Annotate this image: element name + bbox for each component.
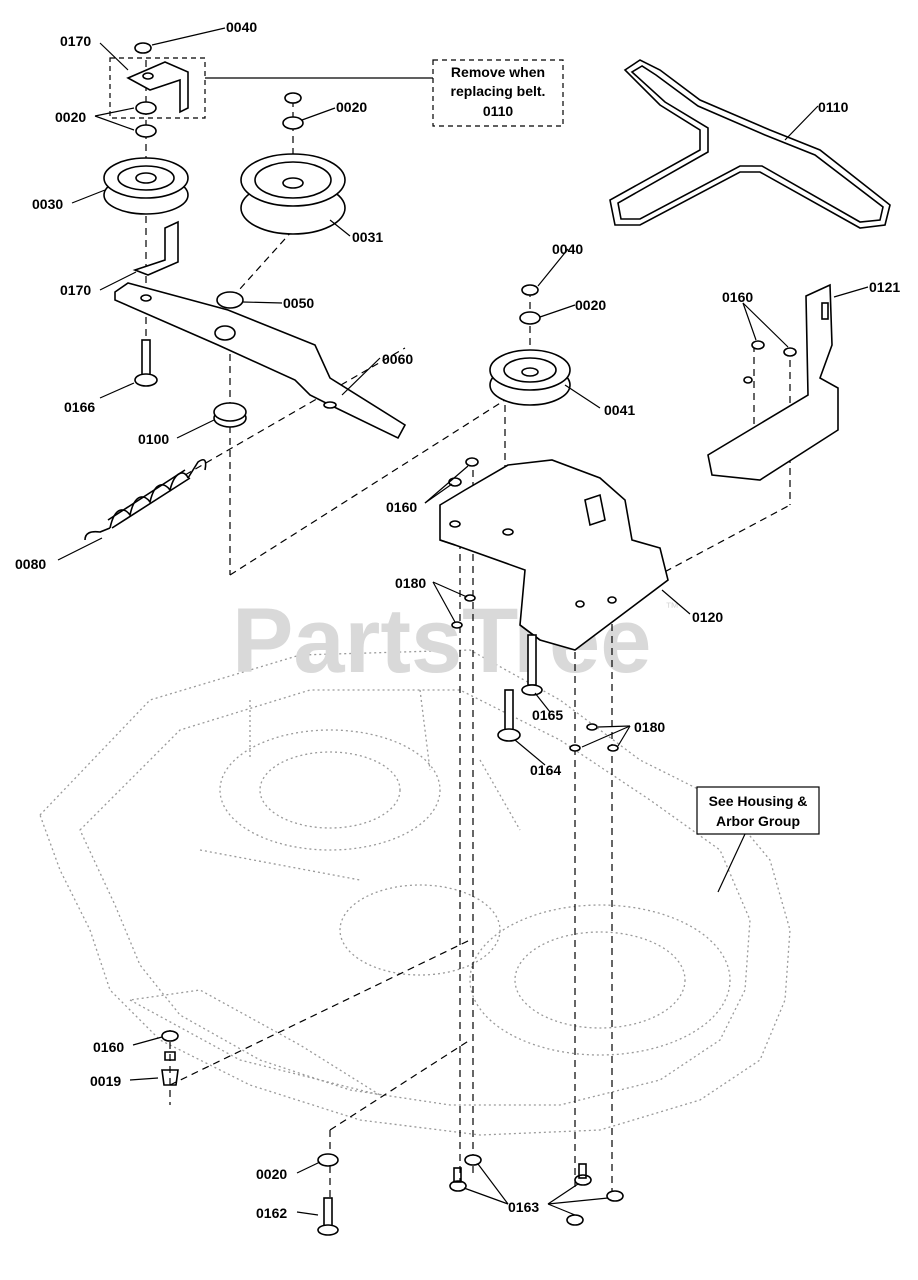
label-0160-lower: 0160 [93,1039,124,1055]
label-0100: 0100 [138,431,169,447]
label-0080: 0080 [15,556,46,572]
washer-0020-mid [282,116,304,130]
washer-0020-right [519,311,541,325]
note-remove-belt: Remove when replacing belt. 0110 [432,59,564,127]
bolt-0162 [317,1197,339,1236]
label-0060: 0060 [382,351,413,367]
upper-nut-0040 [134,42,152,54]
spacer-0050 [216,291,244,309]
nut-0040-mid [284,92,302,104]
label-0170-lower: 0170 [60,282,91,298]
label-0020-upper: 0020 [55,109,86,125]
alignment-lines [145,60,791,1200]
label-0165: 0165 [532,707,563,723]
label-0162: 0162 [256,1205,287,1221]
label-0020-mid: 0020 [336,99,367,115]
bolt-0164 [497,689,521,742]
label-0020-lower: 0020 [256,1166,287,1182]
spring-0080 [84,459,207,541]
label-0160-mid: 0160 [386,499,417,515]
bushing-0100 [213,402,247,428]
label-0180-lower: 0180 [634,719,665,735]
bracket-0170-lower [132,220,179,276]
nuts-0180-upper [451,594,476,629]
nut-0160-lower [161,1030,179,1042]
label-0180-upper: 0180 [395,575,426,591]
nut-0040-right [521,284,539,296]
label-0166: 0166 [64,399,95,415]
bracket-0121 [707,283,839,481]
label-0121: 0121 [869,279,900,295]
label-0020-right: 0020 [575,297,606,313]
bolt-0166 [134,339,158,387]
label-0040-upper: 0040 [226,19,257,35]
note-remove-belt-line2: replacing belt. [451,83,546,99]
mower-deck-outline [39,649,791,1136]
label-0120: 0120 [692,609,723,625]
label-0031: 0031 [352,229,383,245]
watermark-trademark: ™ [665,599,679,615]
washer-0020-upper [135,101,157,138]
label-0050: 0050 [283,295,314,311]
label-0170-upper: 0170 [60,33,91,49]
pulley-0031 [240,153,346,235]
note-see-housing: See Housing & Arbor Group [696,786,820,893]
label-0019: 0019 [90,1073,121,1089]
label-0164: 0164 [530,762,561,778]
part-labels: 0170 0040 0020 0020 0030 0031 0110 0170 … [15,19,900,1221]
stud-0019 [161,1051,179,1086]
label-0041: 0041 [604,402,635,418]
bolt-0165 [521,634,543,696]
label-0160-upper: 0160 [722,289,753,305]
bracket-0170-upper [126,61,189,114]
bolts-0163 [449,1154,624,1226]
mounting-plate-0120 [439,457,669,651]
washer-0020-lower [317,1153,339,1167]
note-remove-belt-line1: Remove when [451,64,545,80]
label-0030: 0030 [32,196,63,212]
note-see-housing-line1: See Housing & [709,793,808,809]
nuts-0180-lower [569,723,619,752]
label-0163: 0163 [508,1199,539,1215]
label-0110: 0110 [818,99,849,115]
label-0040-right: 0040 [552,241,583,257]
note-remove-belt-line3: 0110 [483,103,514,119]
note-see-housing-line2: Arbor Group [716,813,800,829]
drive-belt-0110 [609,59,891,229]
leader-lines [57,27,869,1216]
pulley-0041 [489,349,571,406]
remove-belt-dashed-box [109,57,206,119]
idler-arm-0060 [114,282,407,440]
pulley-0030 [103,157,189,215]
